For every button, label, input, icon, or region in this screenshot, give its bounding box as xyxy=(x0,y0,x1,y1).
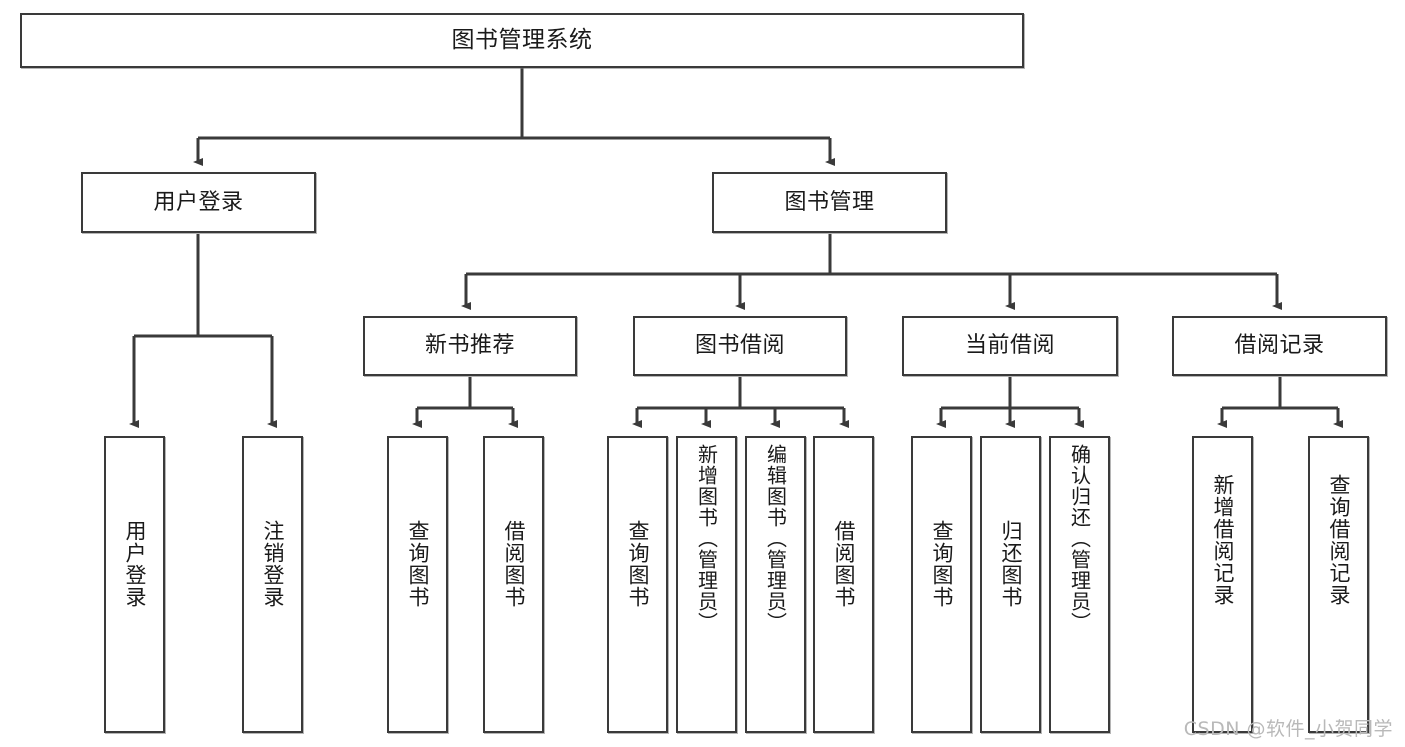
node-label: 新增借阅记录 xyxy=(1211,474,1235,606)
node-label: 编辑图书（管理员） xyxy=(763,444,788,633)
node-label: 查询图书 xyxy=(930,520,954,608)
node-label: 注销登录 xyxy=(261,520,285,608)
leaf-logout[interactable]: 注销登录 xyxy=(242,436,303,733)
node-label: 查询图书 xyxy=(626,520,650,608)
node-current-borrowing[interactable]: 当前借阅 xyxy=(902,316,1118,376)
node-label: 借阅记录 xyxy=(1234,333,1325,359)
node-root-book-management-system[interactable]: 图书管理系统 xyxy=(20,13,1024,68)
node-label: 新书推荐 xyxy=(424,333,515,359)
leaf-borrow-books-borrowing[interactable]: 借阅图书 xyxy=(813,436,874,733)
node-label: 查询借阅记录 xyxy=(1327,474,1351,606)
node-label: 新增图书（管理员） xyxy=(694,444,719,633)
node-label: 查询图书 xyxy=(406,520,430,608)
node-label: 图书借阅 xyxy=(694,333,785,359)
node-label: 图书管理系统 xyxy=(451,27,593,54)
leaf-query-books-recommend[interactable]: 查询图书 xyxy=(387,436,448,733)
leaf-add-borrowing-record[interactable]: 新增借阅记录 xyxy=(1192,436,1253,733)
leaf-query-books-current[interactable]: 查询图书 xyxy=(911,436,972,733)
leaf-query-books-borrowing[interactable]: 查询图书 xyxy=(607,436,668,733)
node-label: 归还图书 xyxy=(999,520,1023,608)
node-label: 借阅图书 xyxy=(502,520,526,608)
leaf-borrow-books-recommend[interactable]: 借阅图书 xyxy=(483,436,544,733)
node-new-book-recommendation[interactable]: 新书推荐 xyxy=(363,316,577,376)
node-book-management[interactable]: 图书管理 xyxy=(712,172,947,233)
node-label: 图书管理 xyxy=(784,189,875,215)
node-label: 确认归还（管理员） xyxy=(1067,444,1092,633)
leaf-confirm-return-admin[interactable]: 确认归还（管理员） xyxy=(1049,436,1110,733)
node-label: 借阅图书 xyxy=(832,520,856,608)
node-label: 当前借阅 xyxy=(964,333,1055,359)
leaf-edit-book-admin[interactable]: 编辑图书（管理员） xyxy=(745,436,806,733)
node-user-login[interactable]: 用户登录 xyxy=(81,172,316,233)
leaf-user-login[interactable]: 用户登录 xyxy=(104,436,165,733)
leaf-return-books[interactable]: 归还图书 xyxy=(980,436,1041,733)
node-label: 用户登录 xyxy=(153,189,244,215)
watermark-text: CSDN @软件_小贺同学 xyxy=(1183,718,1393,740)
node-label: 用户登录 xyxy=(123,520,147,608)
leaf-query-borrowing-record[interactable]: 查询借阅记录 xyxy=(1308,436,1369,733)
node-borrowing-records[interactable]: 借阅记录 xyxy=(1172,316,1387,376)
node-book-borrowing[interactable]: 图书借阅 xyxy=(633,316,847,376)
leaf-add-book-admin[interactable]: 新增图书（管理员） xyxy=(676,436,737,733)
